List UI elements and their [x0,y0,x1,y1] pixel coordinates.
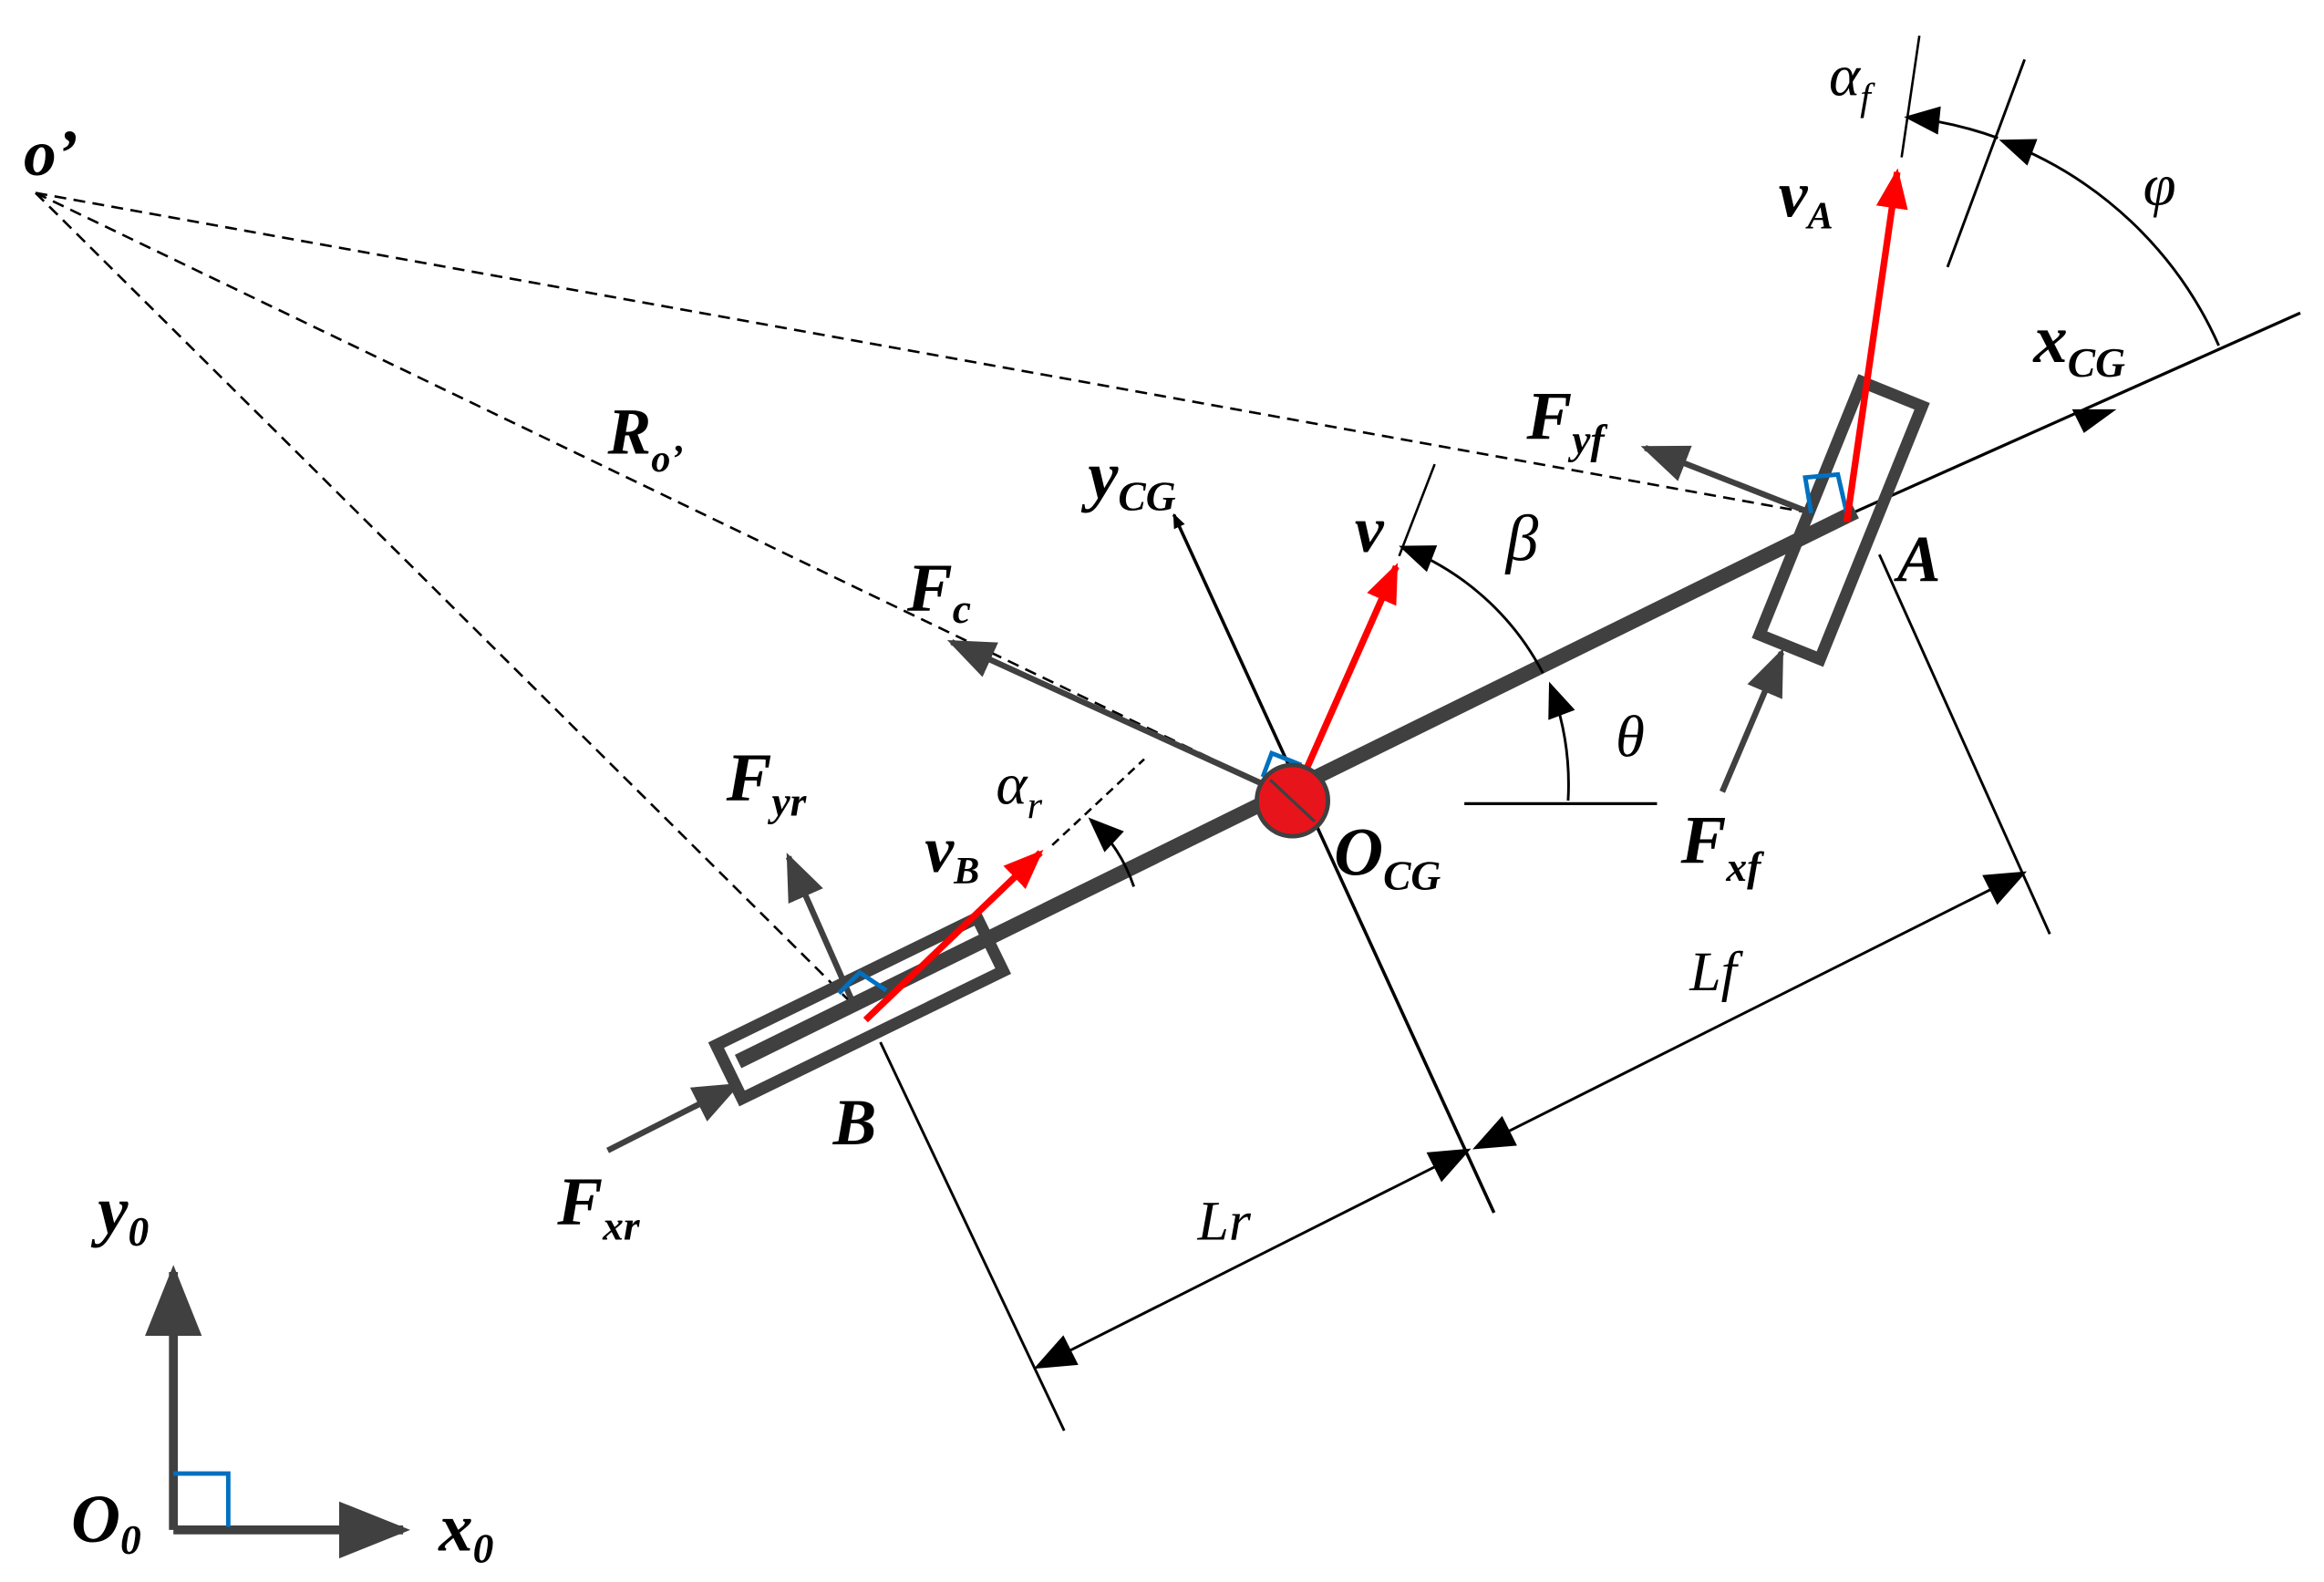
origin-right-angle [173,1471,231,1527]
label-o-prime: o’ [24,118,78,190]
label-x0: x0 [438,1491,493,1572]
vb-arrow [862,849,1044,1023]
v-arrow [1289,563,1400,802]
label-a: A [1894,523,1941,595]
labels: o’ Ro’ αf φ vA xCG Fyf yCG v β A Fc θ Fy… [24,43,2176,1571]
label-theta: θ [1616,704,1645,770]
phi-arc [1999,139,2220,346]
label-beta: β [1504,503,1539,575]
label-f-xr: Fxr [556,1164,641,1248]
lf-dimension-line [1472,871,2028,1150]
cg-right-angle [1260,750,1303,778]
label-x-cg: xCG [2032,302,2125,386]
label-alpha-f: αf [1829,43,1875,119]
rear-extension-line [879,1041,1066,1432]
lr-dimension-line [1033,1148,1472,1370]
dashed-line-to-rear [35,191,858,1009]
label-f-c: Fc [906,551,971,632]
label-y-cg: yCG [1080,438,1176,519]
label-f-yr: Fyr [726,740,808,824]
label-lf: Lf [1689,941,1743,1003]
rear-right-angle [837,969,888,996]
world-frame [144,1265,410,1559]
label-lr: Lr [1197,1190,1252,1252]
fyf-arrow [1640,445,1813,516]
velocity-vectors [862,168,1908,1023]
label-o-cg: OCG [1334,814,1441,898]
fxr-arrow [606,1082,741,1153]
label-v-a: vA [1779,160,1833,238]
beta-arc [1399,545,1544,674]
rear-wheel [708,909,1012,1107]
v-direction-line [1398,463,1436,557]
dashed-radius-lines [35,191,1812,1009]
front-right-angle [1802,471,1849,514]
label-r-o-prime: Ro’ [607,397,684,481]
label-b: B [832,1087,877,1159]
x-cg-arrowhead [2071,408,2117,433]
y-cg-axis [1172,512,1496,1214]
label-alpha-r: αr [996,751,1042,827]
label-o0: O0 [71,1482,141,1563]
rear-wheel-velocity-line [1051,758,1145,846]
dashed-line-to-front [35,191,1812,514]
fc-arrow [946,639,1291,800]
label-f-yf: Fyf [1525,378,1607,462]
alpha-f-arc [1904,106,1999,140]
fxf-arrow [1719,647,1785,793]
label-v: v [1355,494,1385,566]
label-phi: φ [2143,153,2176,219]
front-wheel-steer-line [1946,58,2026,268]
front-extension-line [1877,553,2051,935]
label-v-b: vB [924,814,979,893]
alpha-r-arc [1088,817,1135,887]
va-arrow [1843,168,1908,522]
theta-arc [1548,681,1575,801]
dashed-line-to-cg [35,191,1290,798]
front-wheel-heading-line [1900,36,1921,158]
label-f-xf: Fxf [1679,802,1764,890]
dimension-lines [879,553,2051,1432]
label-y0: y0 [90,1174,149,1255]
cg-cross-1 [1269,779,1317,823]
right-angle-marks [837,471,1849,996]
